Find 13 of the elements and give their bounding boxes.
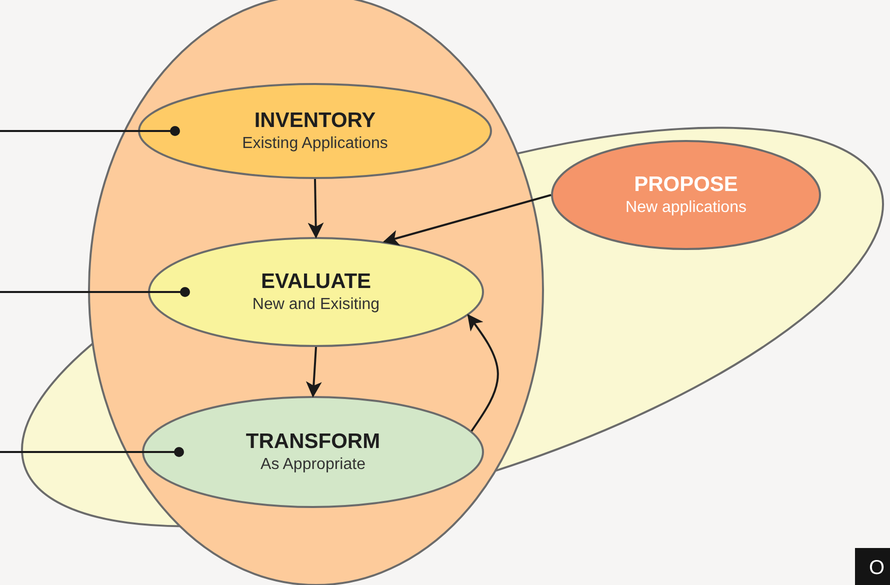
- node-subtitle: As Appropriate: [260, 456, 366, 474]
- arrow: [382, 194, 552, 246]
- node-title: INVENTORY: [254, 109, 376, 133]
- node-subtitle: New applications: [626, 199, 746, 217]
- arrow: [308, 178, 324, 239]
- node-title: EVALUATE: [260, 270, 372, 294]
- arrow: [306, 346, 322, 398]
- node-title: PROPOSE: [634, 173, 738, 197]
- node-subtitle: Existing Applications: [242, 135, 388, 153]
- corner-tag: O: [855, 548, 890, 585]
- node-subtitle: New and Exisiting: [252, 296, 380, 314]
- node-title: TRANSFORM: [246, 430, 380, 454]
- arrow: [467, 314, 499, 432]
